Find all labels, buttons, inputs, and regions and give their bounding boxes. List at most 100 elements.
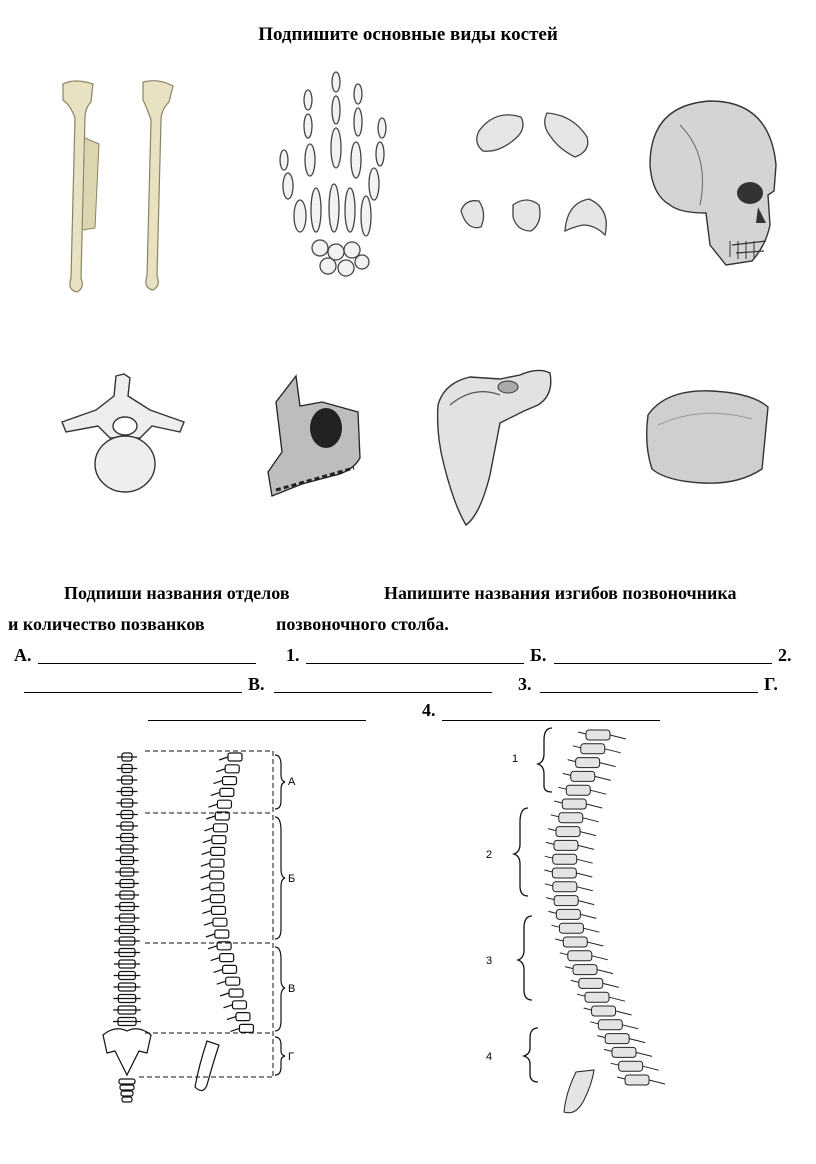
diagram-label-b: Б [288, 873, 295, 885]
vertebra-side [211, 834, 227, 845]
vertebra-curve-body [555, 938, 564, 942]
vertebra-side [228, 988, 244, 998]
vertebra-curve [611, 1046, 637, 1058]
label-3: 3. [518, 674, 532, 694]
vertebra-spinous [216, 980, 226, 985]
vertebra-side [221, 964, 238, 974]
vertebra-curve-process [615, 1010, 632, 1016]
vertebra-spinous [213, 968, 223, 973]
section-right-heading-line1: Напишите названия изгибов позвоночника [384, 583, 737, 603]
vertebra-curve [562, 936, 588, 948]
vertebra-curve-body [616, 1076, 626, 1080]
answer-line-g[interactable] [148, 704, 366, 721]
vertebra-spinous [207, 945, 218, 950]
vertebra-curve-body [550, 814, 559, 818]
vertebra-curve [565, 784, 591, 796]
vertebra-curve-body [546, 897, 555, 901]
vertebra-curve [555, 908, 581, 920]
vertebra-curve [558, 922, 584, 934]
vertebra-spinous [203, 921, 214, 926]
vertebra-curve-process [622, 1024, 639, 1030]
vertebra-spinous [213, 780, 223, 785]
vertebra-spinous [226, 1016, 237, 1021]
vertebra-side [219, 953, 235, 963]
vertebra-spinous [202, 909, 212, 914]
label-v: В. [248, 674, 265, 694]
answer-line-v[interactable] [274, 676, 492, 693]
vertebra-curve-process [609, 734, 627, 740]
vertebra-curve [618, 1060, 644, 1072]
vertebra-curve-body [558, 786, 567, 790]
vertebra-curve-body [559, 952, 568, 956]
coccyx-segment [119, 1084, 135, 1091]
vertebra-curve-process [594, 775, 611, 781]
vertebra-curve-process [583, 927, 600, 933]
short-bones-icon [460, 112, 607, 237]
coccyx-segment [120, 1090, 134, 1097]
diagram-label-g: Г [288, 1051, 294, 1063]
vertebra-curve-body [544, 855, 553, 859]
curve-label-1: 1 [512, 753, 518, 765]
vertebra-side [221, 776, 238, 786]
answer-line-b[interactable] [554, 647, 772, 664]
vertebra-curve-body [544, 869, 553, 873]
vertebra-curve [604, 1033, 630, 1045]
maxilla-icon [267, 374, 361, 497]
vertebra-curve [558, 812, 584, 824]
answer-line-3[interactable] [540, 676, 758, 693]
answer-line-2[interactable] [24, 676, 242, 693]
vertebra-curve-process [648, 1079, 666, 1085]
hand-skeleton-icon [279, 71, 387, 277]
vertebra-spinous [201, 898, 211, 903]
spine-curves-diagram: 1 2 3 4 [486, 727, 666, 1114]
vertebra-spinous [210, 791, 221, 796]
vertebra-curve [553, 839, 579, 851]
vertebra-curve-body [567, 759, 576, 763]
vertebra-curve-body [603, 1048, 613, 1052]
vertebra-curve [575, 757, 601, 769]
vertebra-side [209, 882, 225, 892]
vertebra-curve-body [562, 772, 571, 776]
vertebra-curve-body [544, 883, 553, 887]
spine-sections-diagram: А Б В Г [102, 750, 296, 1103]
vertebra-side [212, 823, 229, 833]
vertebra-spinous [200, 862, 211, 867]
vertebra-side [225, 976, 241, 986]
section-left-heading-line2: и количество позванков [8, 614, 205, 634]
vertebra-side [209, 894, 226, 904]
answer-line-1[interactable] [306, 647, 524, 664]
vertebra-curve-body [576, 993, 586, 997]
vertebra-side [209, 858, 225, 868]
vertebra-curve [552, 853, 578, 865]
vertebra-curve-process [576, 858, 593, 864]
label-4: 4. [422, 700, 436, 720]
vertebra-curve-body [610, 1062, 619, 1066]
diagram-label-a: А [288, 776, 296, 788]
vertebra-side [209, 870, 225, 880]
vertebra-spinous [219, 992, 230, 997]
scapula-icon [436, 369, 552, 527]
vertebra-spinous [201, 850, 211, 855]
vertebra-curve-process [602, 982, 619, 988]
label-2: 2. [778, 645, 792, 665]
curve-label-3: 3 [486, 955, 492, 967]
coccyx-segment [118, 1078, 136, 1085]
section-right-heading-line2: позвоночного столба. [276, 614, 449, 634]
coccyx-segment [121, 1096, 133, 1103]
vertebra-curve [591, 1005, 617, 1017]
vertebra-curve-process [580, 913, 597, 919]
vertebra-spinous [223, 1004, 233, 1009]
vertebra-side [219, 787, 235, 798]
vertebra-curve [597, 1019, 623, 1031]
vertebra-curve-body [590, 1021, 599, 1025]
vertebra-side [224, 764, 240, 774]
answer-line-a[interactable] [38, 647, 256, 664]
vertebra-spinous [208, 803, 218, 808]
vertebra-curve [572, 964, 598, 976]
vertebra-spinous [206, 815, 216, 820]
vertebra-curve-process [576, 872, 593, 878]
vertebra-curve-process [608, 996, 626, 1002]
skull-icon [649, 100, 777, 266]
answer-line-4[interactable] [442, 704, 660, 721]
section-left-heading-line1: Подпиши названия отделов [64, 583, 290, 603]
